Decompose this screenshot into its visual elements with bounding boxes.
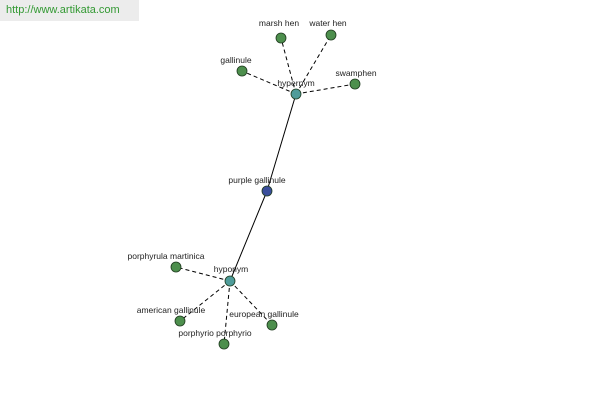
edge-center-hyponym — [229, 190, 268, 282]
node-label-gallinule[interactable]: gallinule — [220, 55, 251, 65]
node-label-marsh-hen[interactable]: marsh hen — [259, 18, 299, 28]
graph-edges — [175, 34, 356, 345]
node-porphyrio-porphyrio[interactable] — [218, 338, 230, 350]
edge-hypernym-marsh-hen — [280, 37, 297, 95]
node-porphyrula-martinica[interactable] — [170, 261, 182, 273]
node-hypernym[interactable] — [290, 88, 302, 100]
node-label-swamphen[interactable]: swamphen — [335, 68, 376, 78]
node-water-hen[interactable] — [325, 29, 337, 41]
edge-hypernym-gallinule — [241, 70, 297, 95]
edge-hypernym-water-hen — [295, 34, 332, 95]
edge-hyponym-european-gallinule — [229, 280, 273, 326]
node-label-porphyrula-martinica[interactable]: porphyrula martinica — [127, 251, 204, 261]
node-label-water-hen[interactable]: water hen — [308, 18, 347, 28]
node-label-european-gallinule[interactable]: european gallinule — [229, 309, 299, 319]
node-center[interactable] — [261, 185, 273, 197]
node-european-gallinule[interactable] — [266, 319, 278, 331]
node-gallinule[interactable] — [236, 65, 248, 77]
node-label-porphyrio-porphyrio[interactable]: porphyrio porphyrio — [178, 328, 252, 338]
node-label-center[interactable]: purple gallinule — [228, 175, 285, 185]
edge-hyponym-porphyrio-porphyrio — [223, 280, 231, 345]
node-label-hyponym[interactable]: hyponym — [214, 264, 249, 274]
edge-center-hypernym — [266, 93, 297, 192]
node-hyponym[interactable] — [224, 275, 236, 287]
node-label-hypernym[interactable]: hypernym — [277, 78, 314, 88]
node-american-gallinule[interactable] — [174, 315, 186, 327]
node-marsh-hen[interactable] — [275, 32, 287, 44]
edge-hyponym-porphyrula-martinica — [175, 266, 231, 282]
edge-hyponym-american-gallinule — [179, 280, 231, 322]
node-swamphen[interactable] — [349, 78, 361, 90]
edge-hypernym-swamphen — [295, 83, 356, 95]
graph-labels: purple gallinule hypernym marsh hen water h… — [127, 18, 376, 338]
source-link[interactable]: http://www.artikata.com — [0, 0, 139, 21]
graph-nodes — [170, 29, 361, 350]
node-label-american-gallinule[interactable]: american gallinule — [137, 305, 206, 315]
